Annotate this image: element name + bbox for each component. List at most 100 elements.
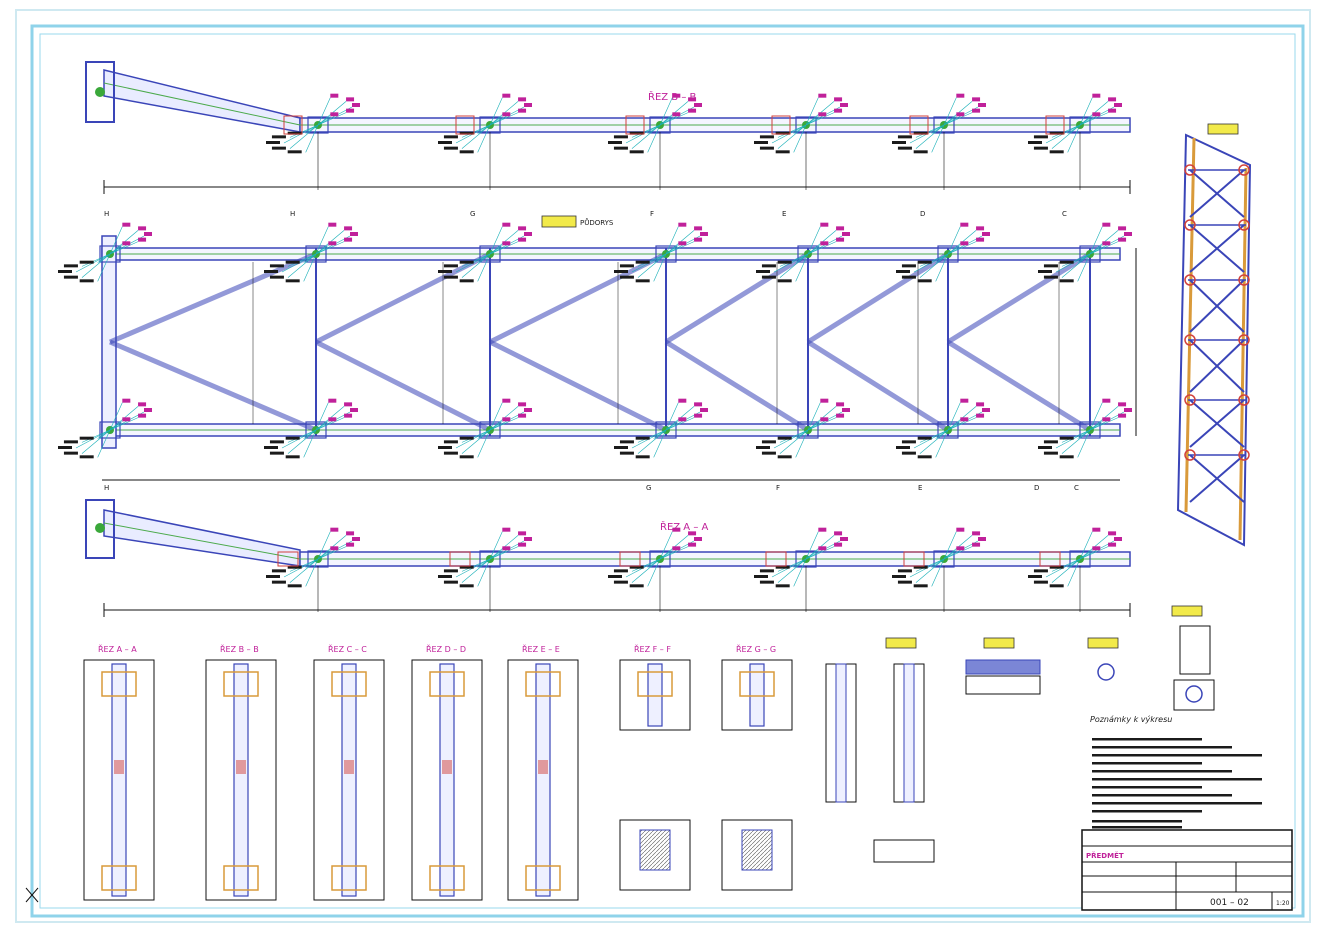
leader-line <box>489 417 519 431</box>
leader-line <box>1079 531 1093 560</box>
label-tag <box>518 531 527 536</box>
gusset <box>1045 115 1065 135</box>
dim-text-mark <box>443 135 458 139</box>
leader-line <box>109 402 123 431</box>
detail-frame <box>619 659 691 731</box>
leader-line <box>477 253 491 263</box>
node-plate <box>99 245 121 263</box>
dim-text-mark <box>443 275 458 279</box>
node-circle <box>1238 219 1250 231</box>
leader-line <box>315 241 345 255</box>
leader-line <box>289 124 319 149</box>
dim-text-mark <box>459 131 474 135</box>
dim-text-mark <box>443 451 458 455</box>
leader-line <box>793 124 807 153</box>
leader-line <box>489 531 503 560</box>
leader-line <box>795 253 809 263</box>
note-line <box>1092 786 1202 789</box>
leader-line <box>1089 226 1103 255</box>
detail-frame-lower <box>619 819 691 891</box>
label-tag <box>518 237 527 242</box>
leader-line <box>805 546 835 560</box>
leader-line <box>659 550 673 560</box>
label-tag <box>344 226 353 231</box>
label-tag <box>502 417 511 422</box>
label-tag <box>700 408 708 412</box>
gusset <box>449 551 471 567</box>
leader-line <box>489 421 503 431</box>
leader-line <box>1051 558 1081 572</box>
diagonal-member <box>664 251 810 345</box>
dim-text-mark <box>629 565 644 569</box>
label-tag <box>976 413 985 418</box>
leader-line <box>1089 417 1119 431</box>
dim-text-mark <box>459 279 474 283</box>
leader-line <box>97 429 111 458</box>
note-line <box>1092 820 1182 823</box>
side-diagonal <box>1189 339 1245 393</box>
leader-line <box>489 116 503 126</box>
leader-line <box>779 429 809 443</box>
dim-text-mark <box>629 584 644 588</box>
panel-mark-top: G <box>470 210 475 218</box>
label-tag <box>328 222 337 227</box>
label-tag <box>524 103 532 107</box>
leader-line <box>919 429 949 443</box>
dim-text-mark <box>1043 440 1058 444</box>
dim-text-mark <box>635 455 650 459</box>
plan-view-tag <box>541 215 577 228</box>
leader-line <box>943 97 957 126</box>
diagonal-member <box>109 251 317 345</box>
dim-text-mark <box>1059 260 1074 264</box>
detail-plate <box>223 671 259 697</box>
node-plate <box>655 245 677 263</box>
detail-plate <box>101 671 137 697</box>
title-scale: 1:20 <box>1276 900 1290 907</box>
label-tag <box>694 226 703 231</box>
gusset <box>619 551 641 567</box>
panel-mark-top: H <box>290 210 295 218</box>
label-tag <box>976 237 985 242</box>
label-tag <box>836 413 845 418</box>
detail-plate <box>739 671 775 697</box>
diagonal-member <box>806 251 950 345</box>
label-tag <box>1092 527 1101 532</box>
label-tag <box>328 398 337 403</box>
detail-frame <box>313 659 385 901</box>
leader-line <box>931 558 945 568</box>
dim-text-mark <box>287 150 302 154</box>
detail-weld <box>442 760 452 774</box>
note-line <box>1092 802 1262 805</box>
leader-line <box>1067 124 1081 153</box>
gusset <box>455 115 475 135</box>
label-tag <box>502 241 511 246</box>
leader-line <box>919 429 949 454</box>
leader-line <box>317 550 331 560</box>
leader-line <box>1061 253 1091 267</box>
label-tag <box>700 232 708 236</box>
label-tag <box>344 402 353 407</box>
leader-line <box>935 253 949 263</box>
leader-line <box>947 245 961 255</box>
label-tag <box>842 408 850 412</box>
label-tag <box>834 97 843 102</box>
leader-line <box>947 241 977 255</box>
label-tag <box>352 537 360 541</box>
dim-text-mark <box>459 565 474 569</box>
label-tag <box>694 413 703 418</box>
title-block: PŘEDMĚT 001 – 02 1:20 <box>1081 829 1293 911</box>
label-tag <box>518 542 527 547</box>
leader-line <box>805 550 819 560</box>
dim-text-mark <box>271 135 286 139</box>
label-tag <box>1092 546 1101 551</box>
leader-line <box>631 558 661 583</box>
dim-text-mark <box>269 451 284 455</box>
leader-line <box>947 421 961 431</box>
leader-line <box>477 558 491 587</box>
dim-text-mark <box>635 436 650 440</box>
leader-line <box>915 124 945 138</box>
note-line <box>1092 810 1202 813</box>
label-tag <box>672 112 681 117</box>
leader-line <box>919 253 949 278</box>
